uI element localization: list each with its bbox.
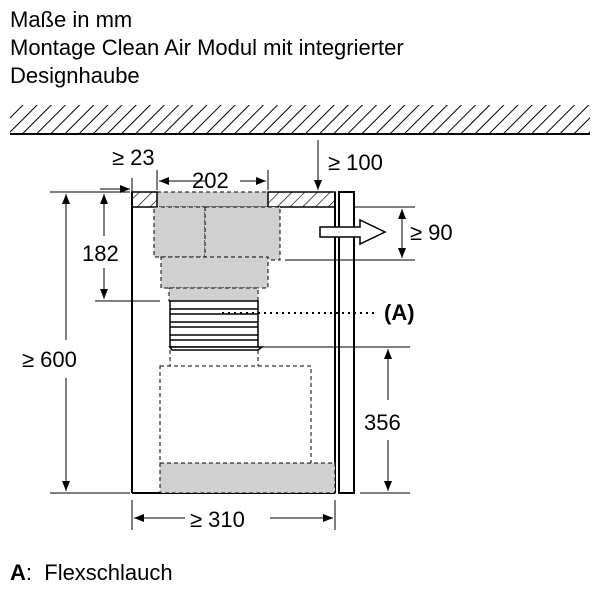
ceiling	[0, 100, 600, 135]
callout-a: (A)	[384, 300, 415, 325]
dim-side-gap: ≥ 23	[112, 145, 155, 170]
airflow-arrow-icon	[319, 218, 387, 246]
flex-hose	[168, 300, 265, 351]
legend-key: A	[10, 560, 26, 585]
dim-opening-width: 202	[192, 168, 229, 193]
legend: A: Flexschlauch	[10, 560, 173, 586]
dim-opening-depth: 182	[82, 241, 119, 266]
title-line-3: Designhaube	[10, 63, 140, 88]
title-line-1: Maße in mm	[10, 7, 133, 32]
dim-outlet-height: ≥ 90	[410, 220, 453, 245]
air-module	[153, 206, 336, 494]
dim-top-clearance: ≥ 100	[328, 150, 383, 175]
title-line-2: Montage Clean Air Modul mit integrierter	[10, 35, 404, 60]
dim-lower-height: 356	[364, 410, 401, 435]
legend-separator: :	[25, 560, 33, 585]
door-panel	[338, 191, 355, 494]
dim-cabinet-width: ≥ 310	[190, 507, 245, 532]
legend-text: Flexschlauch	[44, 560, 173, 585]
dim-cabinet-height: ≥ 600	[22, 347, 77, 372]
